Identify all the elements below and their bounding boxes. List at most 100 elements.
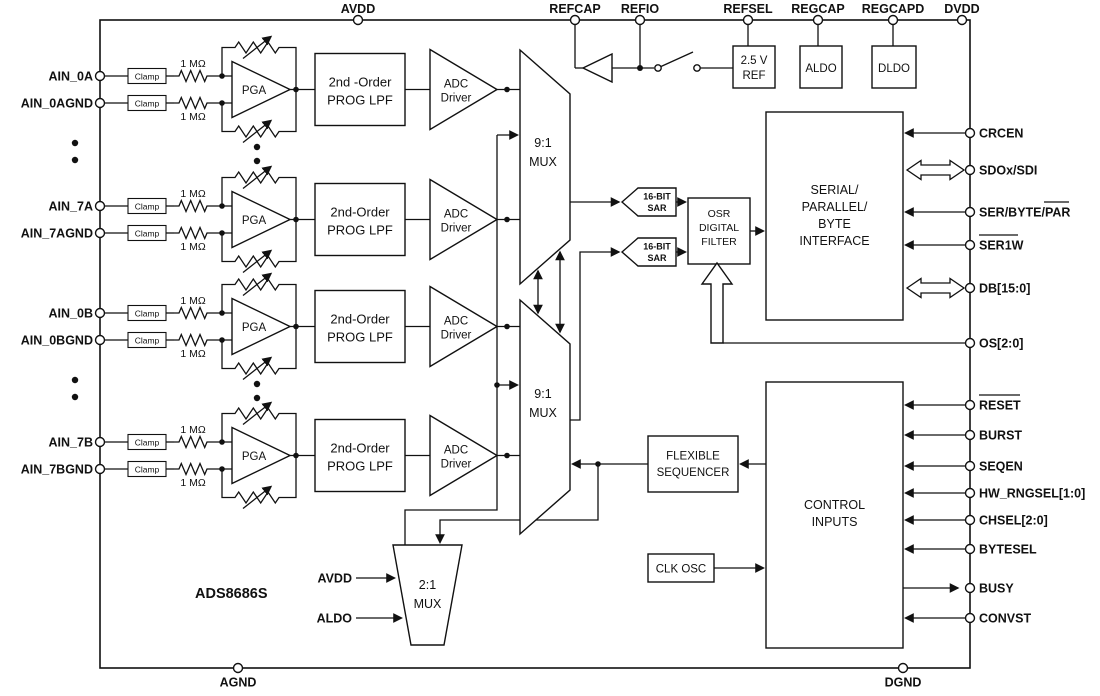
sequencer-label-line1: FLEXIBLE xyxy=(666,451,720,463)
pga-triangle xyxy=(231,190,292,249)
lpf-box xyxy=(314,289,406,364)
mux21-label-line2: MUX xyxy=(414,597,442,611)
channel-pin-label: AIN_0AGND xyxy=(21,97,93,111)
pin-bottom-1 xyxy=(897,662,909,674)
mux-b-label-line2: MUX xyxy=(529,406,557,420)
pin-top-4 xyxy=(812,14,824,26)
input-resistor xyxy=(174,434,212,450)
ellipsis-dot xyxy=(71,376,79,384)
pin-gnd-0 xyxy=(94,97,106,109)
right-pin-label: CONVST xyxy=(979,612,1031,626)
lpf-label-line1: 2nd -Order xyxy=(329,75,393,90)
input-resistor xyxy=(174,95,212,111)
pin-top-5 xyxy=(887,14,899,26)
junction-dot xyxy=(504,216,510,223)
adc-driver-label-line1: ADC xyxy=(444,79,468,91)
clamp-label: Clamp xyxy=(135,202,160,212)
pin-input-0 xyxy=(94,70,106,82)
channel-pin-label: AIN_0A xyxy=(49,70,93,84)
mux-a-9to1 xyxy=(519,48,571,286)
osr-label-line3: FILTER xyxy=(701,236,737,248)
junction-dot xyxy=(293,452,299,459)
pin-right-6 xyxy=(964,399,976,411)
input-resistor xyxy=(174,198,212,214)
sar-adc-b xyxy=(620,237,677,267)
refsel-switch-contact-right xyxy=(693,64,701,72)
variable-resistor-arrow xyxy=(242,249,273,274)
input-resistor xyxy=(174,332,212,348)
osr-label-line2: DIGITAL xyxy=(699,222,739,234)
aldo-box xyxy=(799,45,843,89)
pin-right-10 xyxy=(964,514,976,526)
reference-buffer-triangle xyxy=(581,52,613,84)
clamp-label: Clamp xyxy=(135,336,160,346)
top-pin-label: REFIO xyxy=(621,2,659,16)
variable-resistor-arrow xyxy=(242,119,273,144)
resistor-value-label: 1 MΩ xyxy=(180,348,206,360)
clk-osc-label: CLK OSC xyxy=(656,564,707,576)
pin-right-7 xyxy=(964,429,976,441)
input-resistor xyxy=(174,305,212,321)
pga-triangle xyxy=(231,426,292,485)
channel-pin-label: AIN_7AGND xyxy=(21,227,93,241)
top-pin-label: AVDD xyxy=(341,2,376,16)
resistor-value-label: 1 MΩ xyxy=(180,295,206,307)
pin-right-0 xyxy=(964,127,976,139)
mux21-label-line1: 2:1 xyxy=(419,578,436,592)
mux-a-label-line2: MUX xyxy=(529,155,557,169)
pin-right-13 xyxy=(964,612,976,624)
interface-label-line4: INTERFACE xyxy=(799,234,869,248)
pin-input-2 xyxy=(94,307,106,319)
channel-pin-label: AIN_7A xyxy=(49,200,93,214)
pin-right-3 xyxy=(964,239,976,251)
pin-input-1 xyxy=(94,200,106,212)
variable-resistor-arrow xyxy=(242,272,273,297)
pin-top-1 xyxy=(569,14,581,26)
sequencer-label-line2: SEQUENCER xyxy=(657,467,730,479)
lpf-label-line2: PROG LPF xyxy=(327,459,393,474)
variable-resistor-arrow xyxy=(242,401,273,426)
top-pin-label: REFSEL xyxy=(723,2,773,16)
block-labels: 2.5 V REF ALDO DLDO 9:1 MUX 9:1 MUX 16-B… xyxy=(195,55,910,626)
top-pin-label: REGCAPD xyxy=(862,2,925,16)
pin-right-12 xyxy=(964,582,976,594)
mux-2to1 xyxy=(392,544,463,646)
resistor-value-label: 1 MΩ xyxy=(180,111,206,123)
bottom-pin-label: AGND xyxy=(220,676,257,690)
right-pin-label: SEQEN xyxy=(979,460,1023,474)
blocks xyxy=(392,45,917,649)
mux-a-label-line1: 9:1 xyxy=(534,136,551,150)
pin-right-8 xyxy=(964,460,976,472)
right-pin-label: DB[15:0] xyxy=(979,282,1030,296)
ellipsis-dot xyxy=(253,394,261,402)
top-pin-label: DVDD xyxy=(944,2,979,16)
adc-driver-triangle xyxy=(429,48,499,131)
adc-driver-label-line2: Driver xyxy=(441,223,472,235)
pin-right-1 xyxy=(964,164,976,176)
ellipsis-dot xyxy=(71,156,79,164)
lpf-label-line2: PROG LPF xyxy=(327,223,393,238)
pin-bottom-0 xyxy=(232,662,244,674)
channel-pin-label: AIN_0B xyxy=(49,307,93,321)
dldo-label: DLDO xyxy=(878,63,910,75)
right-pin-label: SER1W xyxy=(979,239,1024,253)
resistor-value-label: 1 MΩ xyxy=(180,58,206,70)
adc-driver-triangle xyxy=(429,178,499,261)
adc-driver-label-line1: ADC xyxy=(444,445,468,457)
pga-triangle xyxy=(231,60,292,119)
junction-dots xyxy=(71,65,643,467)
variable-resistor-arrow xyxy=(242,35,273,60)
osr-label-line1: OSR xyxy=(708,208,731,220)
pin-right-2 xyxy=(964,206,976,218)
pin-gnd-3 xyxy=(94,463,106,475)
bidirectional-bus-arrow xyxy=(905,159,966,181)
device-name: ADS8686S xyxy=(195,586,268,602)
control-label-line1: CONTROL xyxy=(804,498,865,512)
top-pin-label: REGCAP xyxy=(791,2,844,16)
right-pin-label: HW_RNGSEL[1:0] xyxy=(979,487,1085,501)
clamp-label: Clamp xyxy=(135,309,160,319)
lpf-label-line1: 2nd-Order xyxy=(330,441,390,456)
pin-top-2 xyxy=(634,14,646,26)
